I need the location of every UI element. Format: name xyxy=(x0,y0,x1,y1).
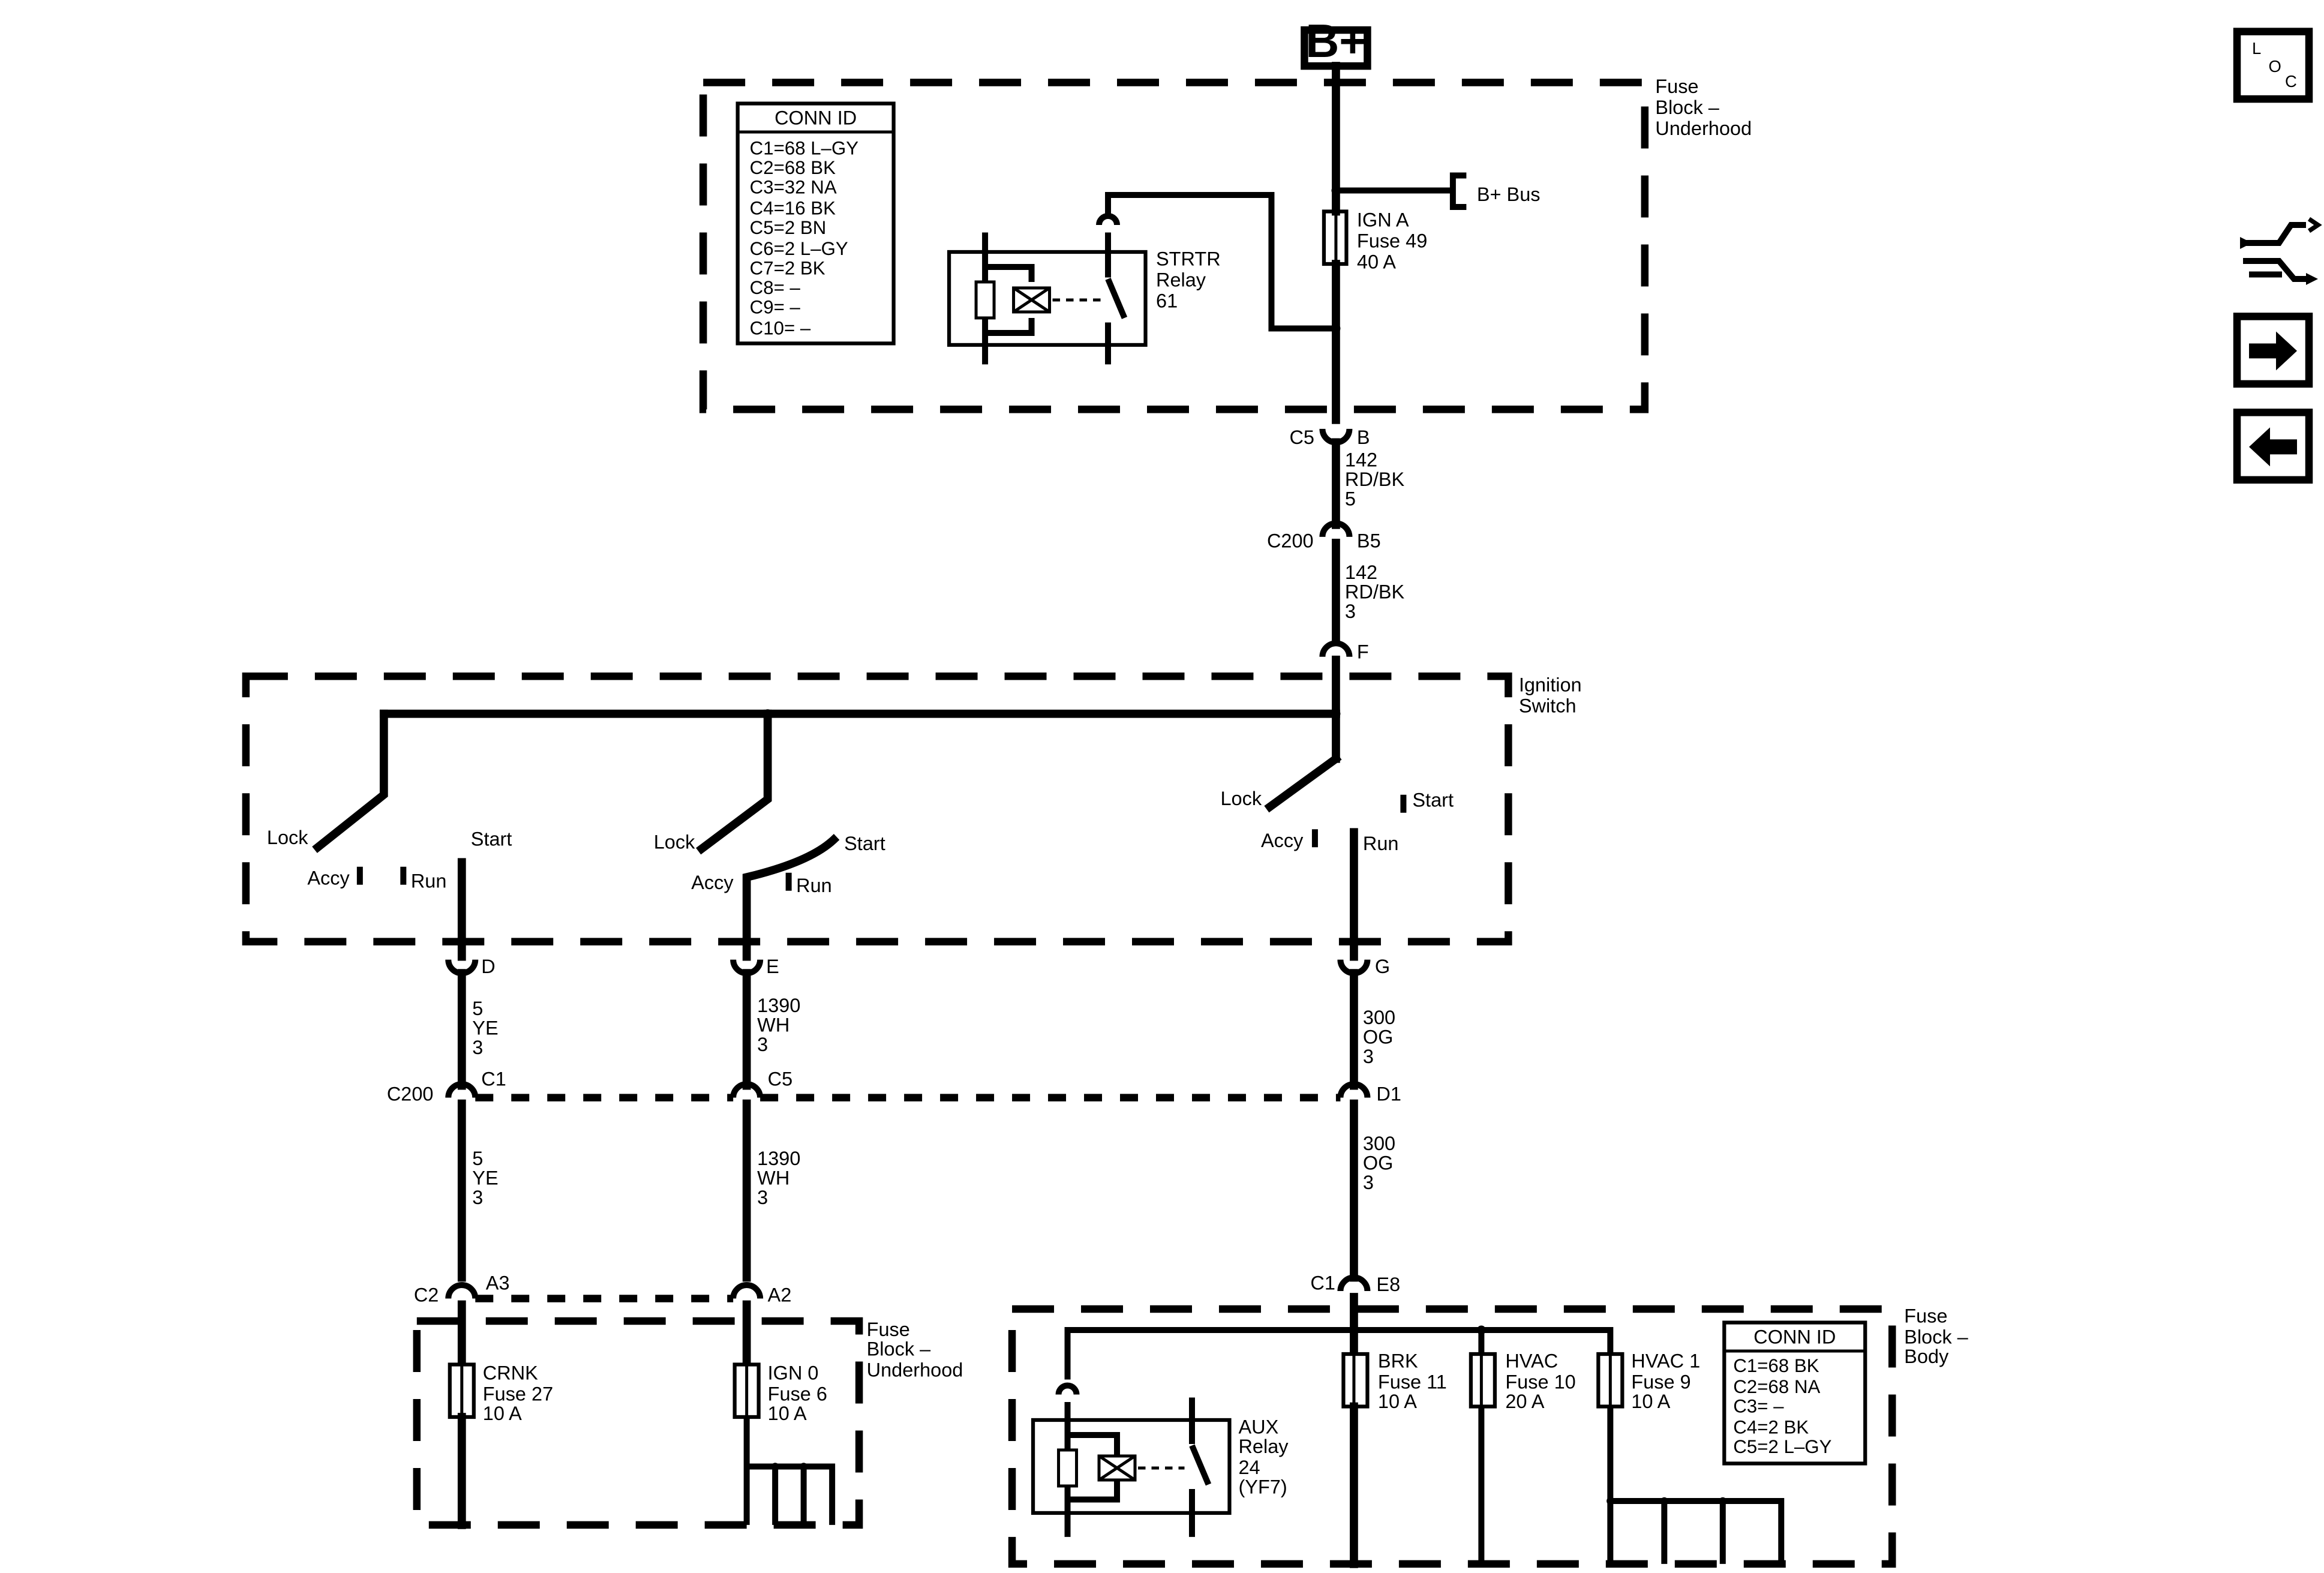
ignition-switch: Ignition Switch Lock Accy Run Start Lock… xyxy=(242,655,1587,961)
c200-connector-row: C200 C1 C5 D1 xyxy=(387,1068,1401,1105)
svg-text:E8: E8 xyxy=(1376,1274,1400,1295)
svg-text:Accy: Accy xyxy=(691,872,734,893)
arrow-right-icon[interactable] xyxy=(2233,313,2313,388)
svg-text:Start: Start xyxy=(844,833,885,854)
svg-text:Start: Start xyxy=(471,828,512,850)
svg-text:B5: B5 xyxy=(1357,530,1381,551)
svg-text:B: B xyxy=(1357,427,1370,448)
fuse-block-body: Fuse Block – Body AUX Relay 24 xyxy=(1008,1293,1974,1568)
svg-text:Lock: Lock xyxy=(1220,788,1262,809)
svg-text:F: F xyxy=(1357,641,1369,662)
side-nav: L O C xyxy=(2233,28,2322,484)
b-plus-bus-label: B+ Bus xyxy=(1477,184,1541,205)
svg-text:A3: A3 xyxy=(486,1272,510,1294)
svg-text:Run: Run xyxy=(411,870,447,892)
switch-section-3: Lock Accy Run Start xyxy=(1220,753,1454,961)
svg-text:HVAC Fuse 10 2: HVAC Fuse 10 20 A xyxy=(1505,1350,1581,1412)
ign0-fuse: IGN 0 Fuse 6 10 A xyxy=(732,1362,833,1424)
svg-text:Run: Run xyxy=(796,875,832,896)
component-locator-icon[interactable]: L O C xyxy=(2233,28,2313,103)
svg-text:Run: Run xyxy=(1363,833,1399,854)
svg-text:Accy: Accy xyxy=(1261,830,1304,851)
schematic-flow-icon[interactable] xyxy=(2240,217,2322,285)
fuse-block-underhood-top: Fuse Block – Underhood CONN ID C1=68 L–G… xyxy=(699,76,1752,413)
b-plus-bus: B+ Bus xyxy=(1331,172,1541,210)
switch-output-pins: D E G xyxy=(445,956,1390,977)
svg-text:IGN 0 Fuse 6 1: IGN 0 Fuse 6 10 A xyxy=(768,1362,833,1424)
wire-142-upper-label: 142 RD/BK 5 xyxy=(1345,449,1410,509)
ignition-switch-title: Ignition Switch xyxy=(1519,674,1587,716)
fuse-block-underhood-bottom: Fuse Block – Underhood CRNK Fuse 27 10 A… xyxy=(413,1300,963,1529)
svg-text:C200: C200 xyxy=(387,1083,434,1105)
svg-text:D: D xyxy=(481,956,495,977)
svg-text:L: L xyxy=(2252,39,2261,58)
svg-text:BRK Fuse 11 10: BRK Fuse 11 10 A xyxy=(1378,1350,1452,1412)
conn-id-table-top: CONN ID C1=68 L–GY C2=68 BK C3=32 NA C4=… xyxy=(735,101,896,346)
battery-label: B+ xyxy=(1305,16,1366,67)
svg-text:Start: Start xyxy=(1412,789,1454,811)
brk-fuse: BRK Fuse 11 10 A xyxy=(1341,1350,1452,1412)
svg-text:C1: C1 xyxy=(481,1068,506,1090)
arrow-left-icon[interactable] xyxy=(2233,409,2313,484)
svg-text:Accy: Accy xyxy=(307,867,350,889)
ign-a-fuse-label: IGN A Fuse 49 40 A xyxy=(1357,209,1433,272)
svg-text:HVAC 1 Fuse 9: HVAC 1 Fuse 9 10 A xyxy=(1631,1350,1706,1412)
svg-text:CONN ID: CONN ID xyxy=(1753,1326,1836,1348)
c2-connector-row: C2 A3 A2 xyxy=(414,1272,792,1306)
svg-text:C5: C5 xyxy=(1289,427,1314,448)
svg-text:A2: A2 xyxy=(768,1284,792,1306)
strtr-relay-label: STRTR Relay 61 xyxy=(1156,248,1226,311)
svg-text:E: E xyxy=(766,956,779,977)
svg-text:C5: C5 xyxy=(768,1068,793,1090)
svg-text:O: O xyxy=(2269,57,2281,76)
fuse-block-top-title: Fuse Block – Underhood xyxy=(1655,76,1752,139)
svg-text:C: C xyxy=(2285,72,2297,91)
fuse-block-bottom-title: Fuse Block – Underhood xyxy=(867,1319,963,1380)
conn-id-table-body: CONN ID C1=68 BK C2=68 NA C3= – C4=2 BK … xyxy=(1722,1320,1867,1466)
switch-section-1: Lock Accy Run Start xyxy=(267,709,512,961)
c200-b5-connector: C200 B5 xyxy=(1267,520,1381,551)
switch-section-2: Lock Accy Run Start xyxy=(654,709,885,961)
ign-a-fuse: IGN A Fuse 49 40 A xyxy=(1322,209,1433,272)
crnk-fuse: CRNK Fuse 27 10 A xyxy=(448,1362,559,1424)
fuse-block-body-title: Fuse Block – Body xyxy=(1904,1305,1974,1367)
conn-id-rows: C1=68 L–GY C2=68 BK C3=32 NA C4=16 BK C5… xyxy=(750,138,864,339)
conn-id-header: CONN ID xyxy=(774,107,857,129)
svg-text:CRNK Fuse 27 1: CRNK Fuse 27 10 A xyxy=(483,1362,559,1424)
ignition-switch-pin-f: F xyxy=(1319,640,1369,662)
svg-text:G: G xyxy=(1375,956,1390,977)
svg-text:C200: C200 xyxy=(1267,530,1314,551)
svg-text:D1: D1 xyxy=(1376,1083,1401,1105)
wire-142-lower-label: 142 RD/BK 3 xyxy=(1345,562,1410,622)
svg-text:AUX Relay 24: AUX Relay 24 (YF7) xyxy=(1238,1416,1293,1497)
battery-terminal: B+ xyxy=(1301,16,1371,70)
svg-text:Lock: Lock xyxy=(654,831,695,853)
hvac1-fuse: HVAC 1 Fuse 9 10 A xyxy=(1596,1350,1706,1412)
svg-text:C1: C1 xyxy=(1310,1272,1335,1294)
svg-text:Lock: Lock xyxy=(267,827,308,848)
svg-text:142 RD/BK 5: 142 RD/BK 5 xyxy=(1345,449,1410,509)
aux-relay: AUX Relay 24 (YF7) xyxy=(1031,1382,1293,1537)
svg-text:C1=68 BK C2=68 NA: C1=68 BK C2=68 NA C3= – C4=2 BK C5=2 L–G… xyxy=(1733,1355,1831,1457)
c1-body-connector: C1 E8 xyxy=(1310,1272,1400,1295)
strtr-relay: STRTR Relay 61 xyxy=(947,213,1226,365)
svg-text:C2: C2 xyxy=(414,1284,439,1306)
hvac-fuse: HVAC Fuse 10 20 A xyxy=(1469,1350,1581,1412)
svg-text:142 RD/BK 3: 142 RD/BK 3 xyxy=(1345,562,1410,622)
c5-connector: C5 B xyxy=(1289,427,1370,448)
